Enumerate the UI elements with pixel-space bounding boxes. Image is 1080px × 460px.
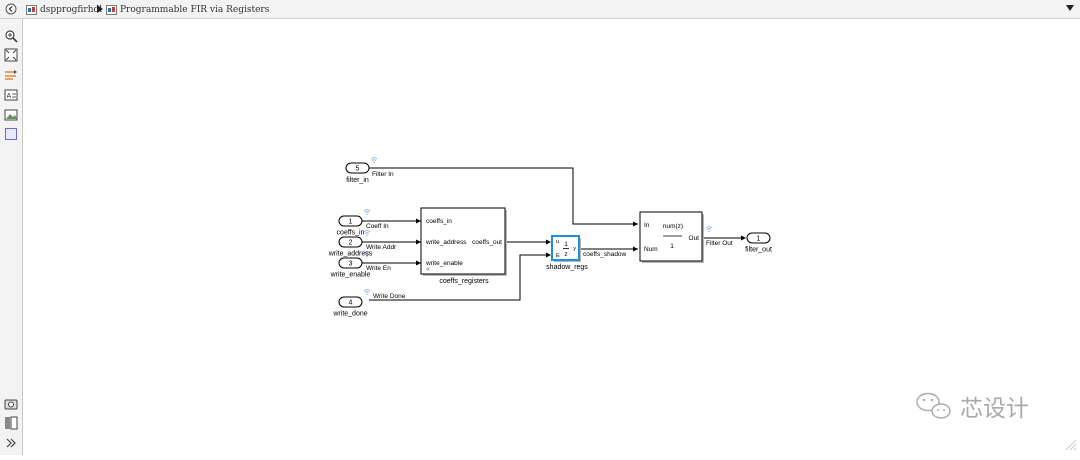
inport-name: coeffs_in (337, 230, 365, 237)
breadcrumb-separator-icon (97, 5, 103, 13)
inport-write-address[interactable]: 2 write_address (328, 236, 373, 258)
port-write-address: write_address (425, 239, 467, 246)
breadcrumb-subsystem[interactable]: Programmable FIR via Registers (106, 3, 269, 16)
breadcrumb-model-label: dspprogfirhdl (40, 4, 103, 15)
inport-number: 5 (356, 166, 360, 173)
signal-label-write-en: Write En (366, 265, 391, 272)
outport-filter-out[interactable]: 1 filter_out (745, 232, 772, 254)
fit-view-icon[interactable] (4, 48, 18, 62)
block-name: coeffs_registers (439, 278, 489, 285)
inport-number: 3 (349, 261, 353, 268)
transfer-numerator: num(z) (663, 223, 683, 230)
wire-filter-in[interactable] (369, 167, 638, 225)
signal-label-filter-in: Filter In (372, 171, 394, 178)
tool-palette: A (0, 19, 23, 455)
inport-filter-in[interactable]: 5 filter_in (345, 162, 370, 184)
inport-write-enable[interactable]: 3 write_enable (330, 257, 371, 279)
breadcrumb-dropdown-icon[interactable] (1066, 5, 1074, 12)
port-u: u (556, 239, 559, 245)
signal-log-icon (363, 230, 371, 237)
signal-label-coeff-in: Coeff In (366, 223, 389, 230)
delay-numerator: 1 (564, 241, 568, 248)
signal-log-icon (363, 209, 371, 216)
enable-port-icon (426, 267, 430, 271)
inport-number: 2 (349, 240, 353, 247)
annotation-icon[interactable]: A (4, 88, 18, 102)
signal-label-write-addr: Write Addr (366, 244, 397, 251)
inport-number: 4 (349, 300, 353, 307)
block-name: shadow_regs (546, 264, 588, 271)
signal-label-write-done: Write Done (373, 293, 406, 300)
signal-log-icon (363, 289, 371, 296)
port-y: y (573, 246, 576, 252)
shadow-regs-block[interactable]: u E y 1 z shadow_regs (546, 235, 588, 271)
watermark-text: 芯设计 (960, 395, 1029, 421)
resize-grip-icon[interactable] (1065, 439, 1077, 451)
breadcrumb-subsystem-label: Programmable FIR via Registers (120, 4, 270, 15)
inport-number: 1 (349, 219, 353, 226)
outport-name: filter_out (745, 247, 772, 254)
expand-icon[interactable] (4, 436, 18, 450)
delay-denominator: z (564, 251, 567, 258)
back-icon[interactable] (4, 2, 18, 16)
signal-log-icon (705, 226, 713, 233)
port-e: E (556, 253, 560, 259)
subsystem-icon (106, 4, 117, 15)
wechat-icon (916, 392, 951, 419)
inport-name: filter_in (346, 177, 369, 184)
inport-name: write_address (328, 251, 373, 258)
breadcrumb-model[interactable]: dspprogfirhdl (26, 3, 102, 16)
explorer-bar: dspprogfirhdl Programmable FIR via Regis… (0, 0, 1080, 19)
svg-text:A: A (7, 93, 12, 100)
port-coeffs-in: coeffs_in (426, 218, 452, 225)
zoom-icon[interactable] (4, 29, 18, 43)
transfer-denominator: 1 (670, 243, 674, 250)
area-icon[interactable] (4, 127, 18, 141)
inport-name: write_enable (330, 272, 371, 279)
inport-coeffs-in[interactable]: 1 coeffs_in (337, 215, 365, 237)
signal-log-icon (370, 157, 378, 164)
screenshot-icon[interactable] (4, 397, 18, 411)
port-coeffs-out: coeffs_out (472, 239, 502, 246)
signal-label-filter-out: Filter Out (706, 240, 733, 247)
wire-write-done[interactable] (369, 254, 550, 301)
port-num: Num (644, 246, 658, 253)
block-diagram: Filter In Coeff In Write Addr Write En W… (328, 157, 1077, 451)
outport-number: 1 (757, 236, 761, 243)
model-icon (26, 4, 37, 15)
port-write-enable: write_enable (425, 260, 463, 267)
watermark: 芯设计 (916, 392, 1029, 421)
port-out: Out (689, 235, 700, 242)
port-in: In (644, 222, 650, 229)
inport-write-done[interactable]: 4 write_done (332, 296, 368, 318)
signal-lines-icon[interactable] (4, 68, 18, 82)
inport-name: write_done (332, 311, 367, 318)
model-browser-icon[interactable] (4, 416, 18, 430)
image-icon[interactable] (4, 108, 18, 122)
coeffs-registers-block[interactable]: coeffs_in write_address write_enable coe… (420, 207, 507, 285)
signal-label-coeffs-shadow: coeffs_shadow (583, 251, 627, 258)
fir-filter-block[interactable]: In Num Out num(z) 1 (639, 211, 704, 263)
wires (362, 167, 746, 301)
model-canvas[interactable]: Filter In Coeff In Write Addr Write En W… (23, 19, 1080, 455)
